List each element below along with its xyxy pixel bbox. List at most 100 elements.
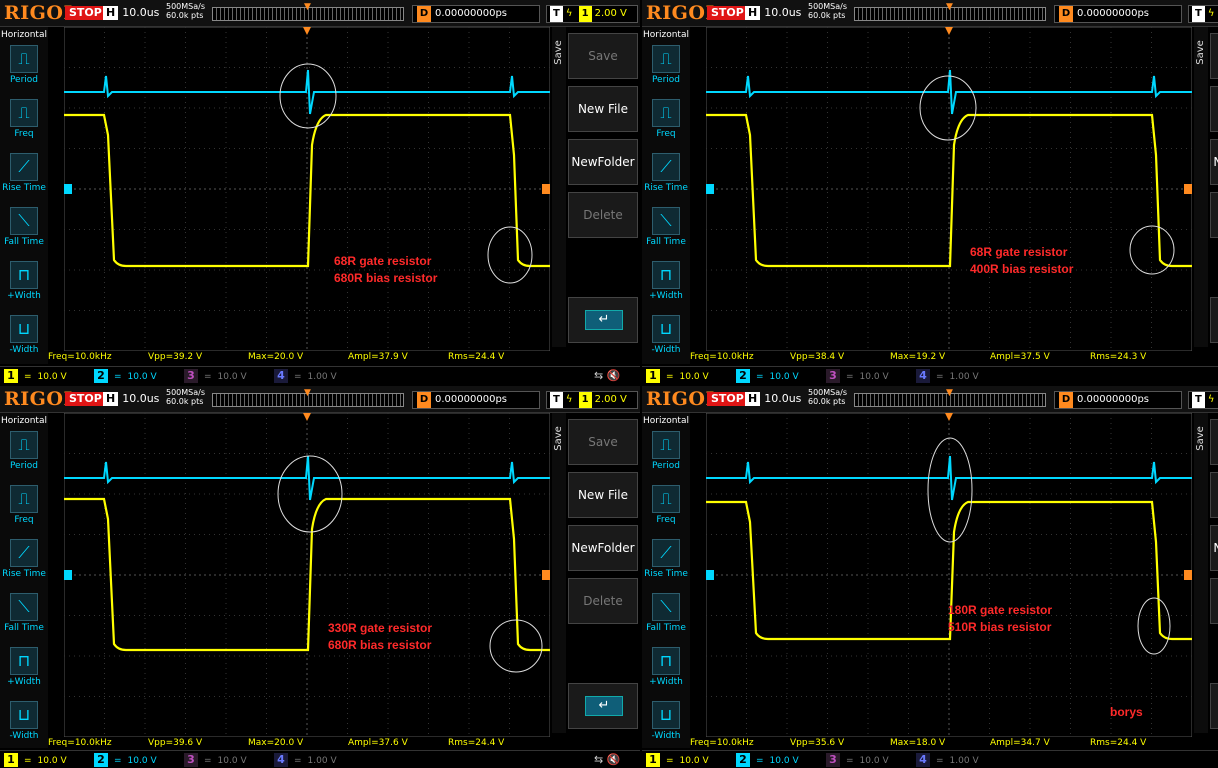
newfolder-button[interactable]: NewFolder	[568, 525, 638, 571]
measure-item-freq[interactable]: ⎍Freq	[0, 99, 48, 139]
channel-scale: 10.0 V	[679, 372, 709, 382]
channel-1-indicator[interactable]: 1=10.0 V	[4, 369, 67, 383]
run-stop-status[interactable]: STOP	[707, 6, 748, 20]
channel-3-indicator[interactable]: 3=10.0 V	[826, 369, 889, 383]
channel-bar: 1=10.0 V 2=10.0 V 3=10.0 V 4=1.00 V	[642, 750, 1218, 768]
measure-item-freq[interactable]: ⎍Freq	[0, 485, 48, 525]
measure-item-positive-width[interactable]: ⊓+Width	[642, 647, 690, 687]
waveform-grid[interactable]	[64, 27, 550, 351]
measure-item-period[interactable]: ⎍Period	[642, 431, 690, 471]
channel-3-indicator[interactable]: 3=10.0 V	[184, 753, 247, 767]
measure-item-positive-width[interactable]: ⊓+Width	[0, 647, 48, 687]
measure-item-freq[interactable]: ⎍Freq	[642, 99, 690, 139]
channel-4-indicator[interactable]: 4=1.00 V	[916, 753, 979, 767]
run-stop-status[interactable]: STOP	[65, 6, 106, 20]
measure-item-negative-width[interactable]: ⊔-Width	[0, 701, 48, 741]
channel-2-indicator[interactable]: 2=10.0 V	[94, 369, 157, 383]
channel-3-indicator[interactable]: 3=10.0 V	[184, 369, 247, 383]
delete-button[interactable]: Delete	[1210, 578, 1218, 624]
coupling-icon: =	[846, 756, 854, 766]
trigger-position-marker	[303, 413, 311, 421]
measure-item-freq[interactable]: ⎍Freq	[642, 485, 690, 525]
channel-1-indicator[interactable]: 1=10.0 V	[646, 369, 709, 383]
channel-3-indicator[interactable]: 3=10.0 V	[826, 753, 889, 767]
waveform-grid[interactable]	[706, 413, 1192, 737]
channel-2-indicator[interactable]: 2=10.0 V	[94, 753, 157, 767]
measure-item-period[interactable]: ⎍Period	[0, 45, 48, 85]
save-button[interactable]: Save	[1210, 33, 1218, 79]
return-button[interactable]: ↵	[1210, 683, 1218, 729]
save-tab[interactable]: Save	[1194, 413, 1208, 733]
channel-1-indicator[interactable]: 1=10.0 V	[646, 753, 709, 767]
measure-item-positive-width[interactable]: ⊓+Width	[642, 261, 690, 301]
newfolder-button[interactable]: NewFolder	[568, 139, 638, 185]
return-button[interactable]: ↵	[568, 683, 638, 729]
channel-4-indicator[interactable]: 4=1.00 V	[274, 369, 337, 383]
measure-item-fall-time[interactable]: ⟍Fall Time	[642, 207, 690, 247]
save-tab[interactable]: Save	[552, 413, 566, 733]
measure-item-rise-time[interactable]: ⟋Rise Time	[0, 539, 48, 579]
coupling-icon: =	[24, 372, 32, 382]
channel-4-indicator[interactable]: 4=1.00 V	[916, 369, 979, 383]
return-button[interactable]: ↵	[1210, 297, 1218, 343]
measure-item-rise-time[interactable]: ⟋Rise Time	[642, 153, 690, 193]
measure-item-fall-time[interactable]: ⟍Fall Time	[0, 593, 48, 633]
save-tab[interactable]: Save	[1194, 27, 1208, 347]
measure-item-period[interactable]: ⎍Period	[642, 45, 690, 85]
ch2-trace	[64, 69, 550, 115]
trigger-display[interactable]: Tϟ 12.00 V	[1188, 5, 1218, 23]
measure-item-fall-time[interactable]: ⟍Fall Time	[642, 593, 690, 633]
return-button[interactable]: ↵	[568, 297, 638, 343]
channel-1-indicator[interactable]: 1=10.0 V	[4, 753, 67, 767]
measure-item-period[interactable]: ⎍Period	[0, 431, 48, 471]
measure-item-negative-width[interactable]: ⊔-Width	[642, 315, 690, 355]
run-stop-status[interactable]: STOP	[65, 392, 106, 406]
delete-button[interactable]: Delete	[568, 192, 638, 238]
measure-item-negative-width[interactable]: ⊔-Width	[642, 701, 690, 741]
measure-item-label: +Width	[649, 677, 683, 687]
waveform-grid[interactable]	[64, 413, 550, 737]
save-button[interactable]: Save	[1210, 419, 1218, 465]
trigger-label: T	[1192, 6, 1205, 22]
newfolder-button[interactable]: NewFolder	[1210, 525, 1218, 571]
new-file-button[interactable]: New File	[568, 472, 638, 518]
save-button[interactable]: Save	[568, 33, 638, 79]
coupling-icon: =	[204, 372, 212, 382]
delete-button[interactable]: Delete	[1210, 192, 1218, 238]
waveform-grid[interactable]	[706, 27, 1192, 351]
measure-item-negative-width[interactable]: ⊔-Width	[0, 315, 48, 355]
trigger-display[interactable]: Tϟ 12.00 V	[1188, 391, 1218, 409]
delete-button[interactable]: Delete	[568, 578, 638, 624]
save-tab[interactable]: Save	[552, 27, 566, 347]
new-file-button[interactable]: New File	[1210, 472, 1218, 518]
channel-4-indicator[interactable]: 4=1.00 V	[274, 753, 337, 767]
channel-2-indicator[interactable]: 2=10.0 V	[736, 753, 799, 767]
channel-number: 2	[94, 753, 108, 767]
measure-item-fall-time[interactable]: ⟍Fall Time	[0, 207, 48, 247]
highlight-circle	[1129, 225, 1175, 275]
measure-item-rise-time[interactable]: ⟋Rise Time	[642, 539, 690, 579]
measurement-value: Ampl=34.7 V	[990, 738, 1050, 748]
new-file-button[interactable]: New File	[1210, 86, 1218, 132]
channel-2-indicator[interactable]: 2=10.0 V	[736, 369, 799, 383]
h-label: H	[103, 392, 119, 406]
run-stop-status[interactable]: STOP	[707, 392, 748, 406]
save-button[interactable]: Save	[568, 419, 638, 465]
newfolder-button[interactable]: NewFolder	[1210, 139, 1218, 185]
new-file-button[interactable]: New File	[568, 86, 638, 132]
measure-item-positive-width[interactable]: ⊓+Width	[0, 261, 48, 301]
measure-item-rise-time[interactable]: ⟋Rise Time	[0, 153, 48, 193]
channel-scale: 1.00 V	[307, 372, 337, 382]
